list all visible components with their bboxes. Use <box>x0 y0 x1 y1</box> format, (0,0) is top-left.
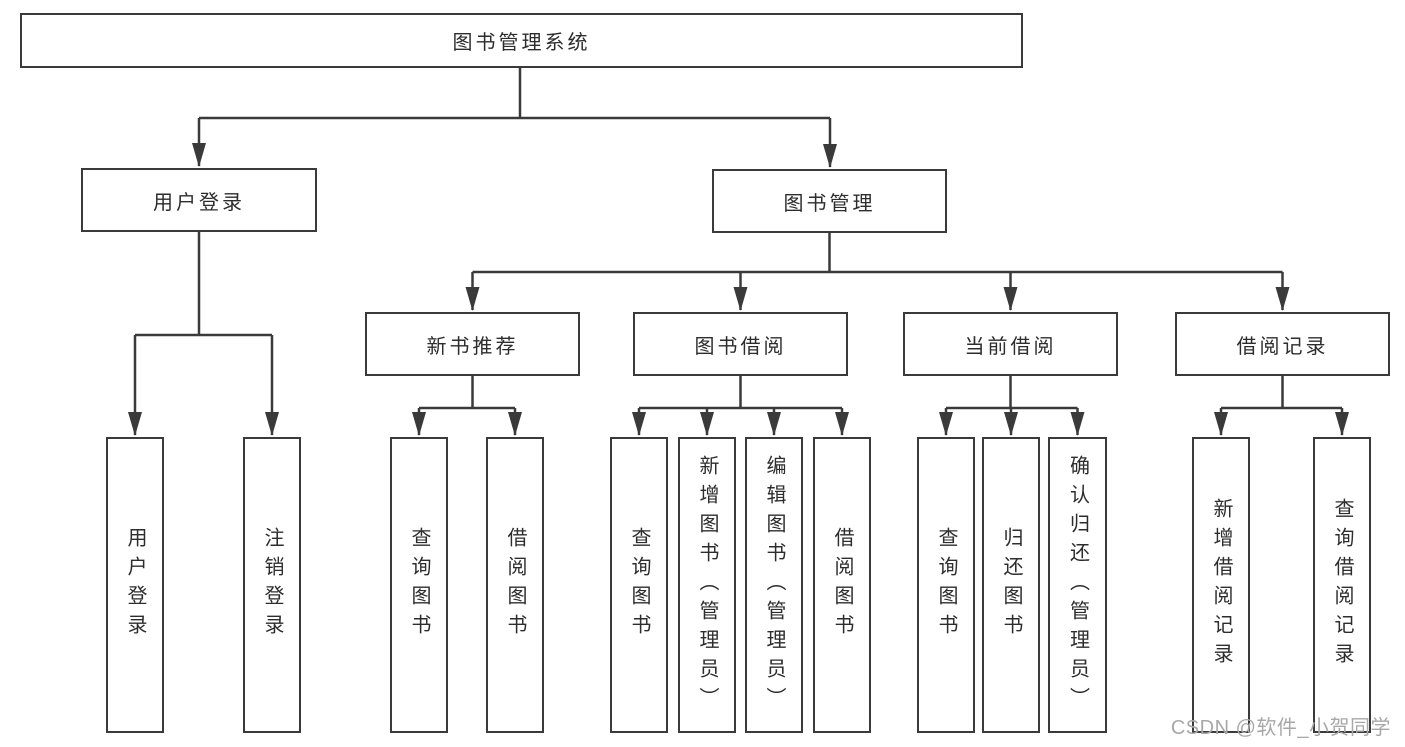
node-borrow-records: 借阅记录 <box>1175 312 1390 376</box>
leaf-nb-query-books: 查询图书 <box>390 437 448 733</box>
leaf-bb-edit-books-admin: 编辑图书（管理员） <box>745 437 803 733</box>
node-new-book-recommend: 新书推荐 <box>365 312 580 376</box>
leaf-nb-borrow-books: 借阅图书 <box>486 437 544 733</box>
node-book-borrow: 图书借阅 <box>633 312 848 376</box>
connector-root-to-level2 <box>199 68 830 120</box>
leaf-bb-add-books-admin: 新增图书（管理员） <box>678 437 736 733</box>
leaf-br-query-record: 查询借阅记录 <box>1313 437 1371 733</box>
connector-current-borrow-to-leaves <box>946 376 1078 410</box>
node-user-login: 用户登录 <box>81 168 317 232</box>
leaf-cb-query-books: 查询图书 <box>917 437 975 733</box>
connector-book-borrow-to-leaves <box>639 376 842 410</box>
node-book-management: 图书管理 <box>712 169 947 233</box>
csdn-watermark: CSDN @软件_小贺同学 <box>1170 717 1391 739</box>
leaf-logout: 注销登录 <box>243 437 301 733</box>
leaf-br-add-record: 新增借阅记录 <box>1192 437 1250 733</box>
node-current-borrow: 当前借阅 <box>903 312 1118 376</box>
leaf-user-login: 用户登录 <box>106 437 164 733</box>
leaf-cb-return-books: 归还图书 <box>982 437 1040 733</box>
connector-book-management-to-level3 <box>472 233 1283 274</box>
connector-borrow-records-to-leaves <box>1221 376 1342 410</box>
leaf-bb-borrow-books: 借阅图书 <box>813 437 871 733</box>
leaf-cb-confirm-return-admin: 确认归还（管理员） <box>1048 437 1107 733</box>
connector-new-book-recommend-to-leaves <box>419 376 515 410</box>
leaf-bb-query-books: 查询图书 <box>610 437 668 733</box>
node-root-system: 图书管理系统 <box>20 13 1023 68</box>
connector-user-login-to-leaves <box>135 232 272 337</box>
